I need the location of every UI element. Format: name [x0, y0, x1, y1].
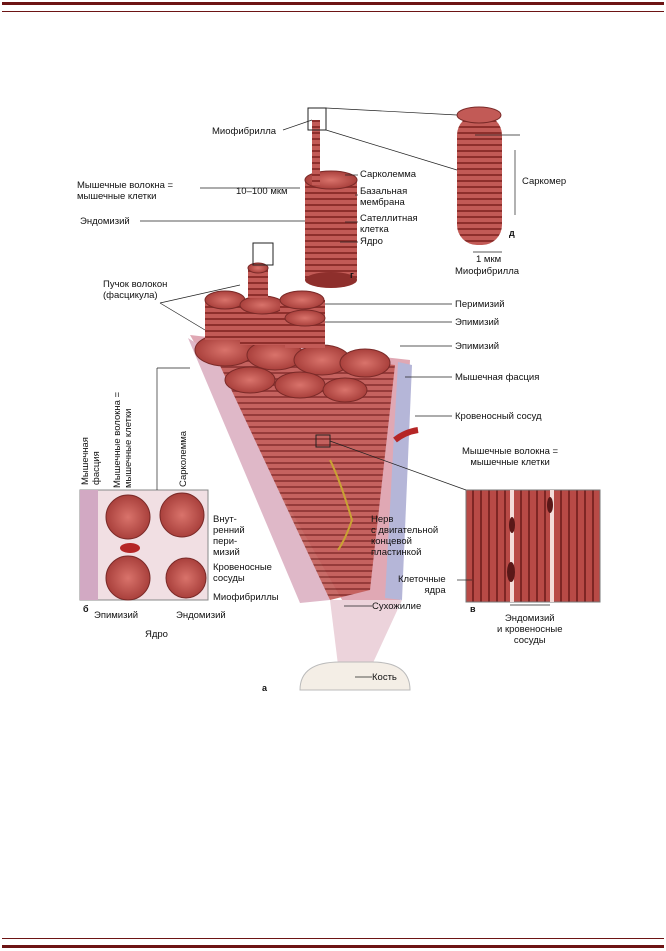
- myofibril-zoom-box: [307, 107, 327, 131]
- label-fibers-vertical: Мышечные волокна = мышечные клетки: [112, 391, 134, 488]
- label-myofibrils-b: Миофибриллы: [213, 592, 279, 603]
- label-myofibril-top: Миофибрилла: [212, 126, 277, 137]
- epimysium-sheath: [188, 338, 330, 603]
- muscle-fascia-edge: [385, 362, 412, 600]
- panel-letter-b: б: [83, 604, 89, 614]
- label-one-um: 1 мкм: [476, 254, 502, 265]
- label-size-range: 10–100 мкм: [236, 186, 288, 197]
- label-muscle-fibers-right: Мышечные волокна = мышечные клетки: [462, 446, 559, 468]
- fascicle-blocks: [204, 290, 326, 348]
- fascicle-cross-sections: [194, 333, 391, 403]
- label-fascia-vertical: Мышечная фасция: [80, 437, 102, 485]
- label-myofibril-right: Миофибрилла: [455, 266, 520, 277]
- label-sarcomere: Саркомер: [522, 176, 567, 187]
- label-bone: Кость: [372, 672, 397, 683]
- label-nerve: Нерв с двигательной концевой пластинкой: [371, 514, 439, 558]
- tendon: [330, 600, 402, 665]
- myofibril-d: [456, 106, 502, 245]
- muscle-fiber-g: [304, 107, 358, 288]
- label-sarcolemma: Сарколемма: [360, 169, 417, 180]
- panel-v: [465, 489, 601, 603]
- label-basal-membrane: Базальная мембрана: [360, 186, 408, 208]
- bone: [299, 661, 411, 691]
- label-blood-vessels-b: Кровеносные сосуды: [213, 562, 272, 584]
- label-fascicle: Пучок волокон (фасцикула): [103, 279, 168, 301]
- label-nucleus-b: Ядро: [145, 629, 168, 640]
- label-endomysium-vessels: Эндомизий и кровеносные сосуды: [497, 613, 563, 646]
- label-nucleus-top: Ядро: [360, 236, 383, 247]
- label-endomysium-b: Эндомизий: [176, 610, 226, 621]
- fascicle-zoom-box: [252, 242, 274, 266]
- label-muscle-fascia: Мышечная фасция: [455, 372, 540, 383]
- label-muscle-fibers-top: Мышечные волокна = мышечные клетки: [77, 180, 174, 202]
- small-fascicle: [248, 268, 268, 298]
- panel-letter-a: а: [262, 683, 268, 693]
- leader-lines: [140, 107, 550, 678]
- label-satellite-cell: Сателлитная клетка: [360, 213, 418, 235]
- label-epimysium-b: Эпимизий: [94, 610, 139, 621]
- label-blood-vessel: Кровеносный сосуд: [455, 411, 542, 422]
- label-epimysium-2: Эпимизий: [455, 341, 500, 352]
- panel-letter-v: в: [470, 604, 476, 614]
- nerve: [329, 459, 354, 551]
- label-inner-perimysium: Внут- ренний пери- мизий: [213, 514, 245, 558]
- label-epimysium-1: Эпимизий: [455, 317, 500, 328]
- muscle-fibers-body: [205, 345, 395, 600]
- bottom-border-rule: [2, 938, 664, 948]
- label-cell-nuclei: Клеточные ядра: [398, 574, 446, 596]
- blood-vessel: [393, 427, 419, 443]
- label-sarcolemma-vertical: Сарколемма: [178, 430, 189, 487]
- panel-b: [79, 489, 209, 601]
- top-border-rule: [2, 2, 664, 12]
- label-tendon: Сухожилие: [372, 601, 422, 612]
- panel-letter-d: д: [509, 228, 515, 238]
- label-endomysium-left: Эндомизий: [80, 216, 130, 227]
- panel-letter-g: г: [350, 270, 354, 280]
- label-perimysium: Перимизий: [455, 299, 505, 310]
